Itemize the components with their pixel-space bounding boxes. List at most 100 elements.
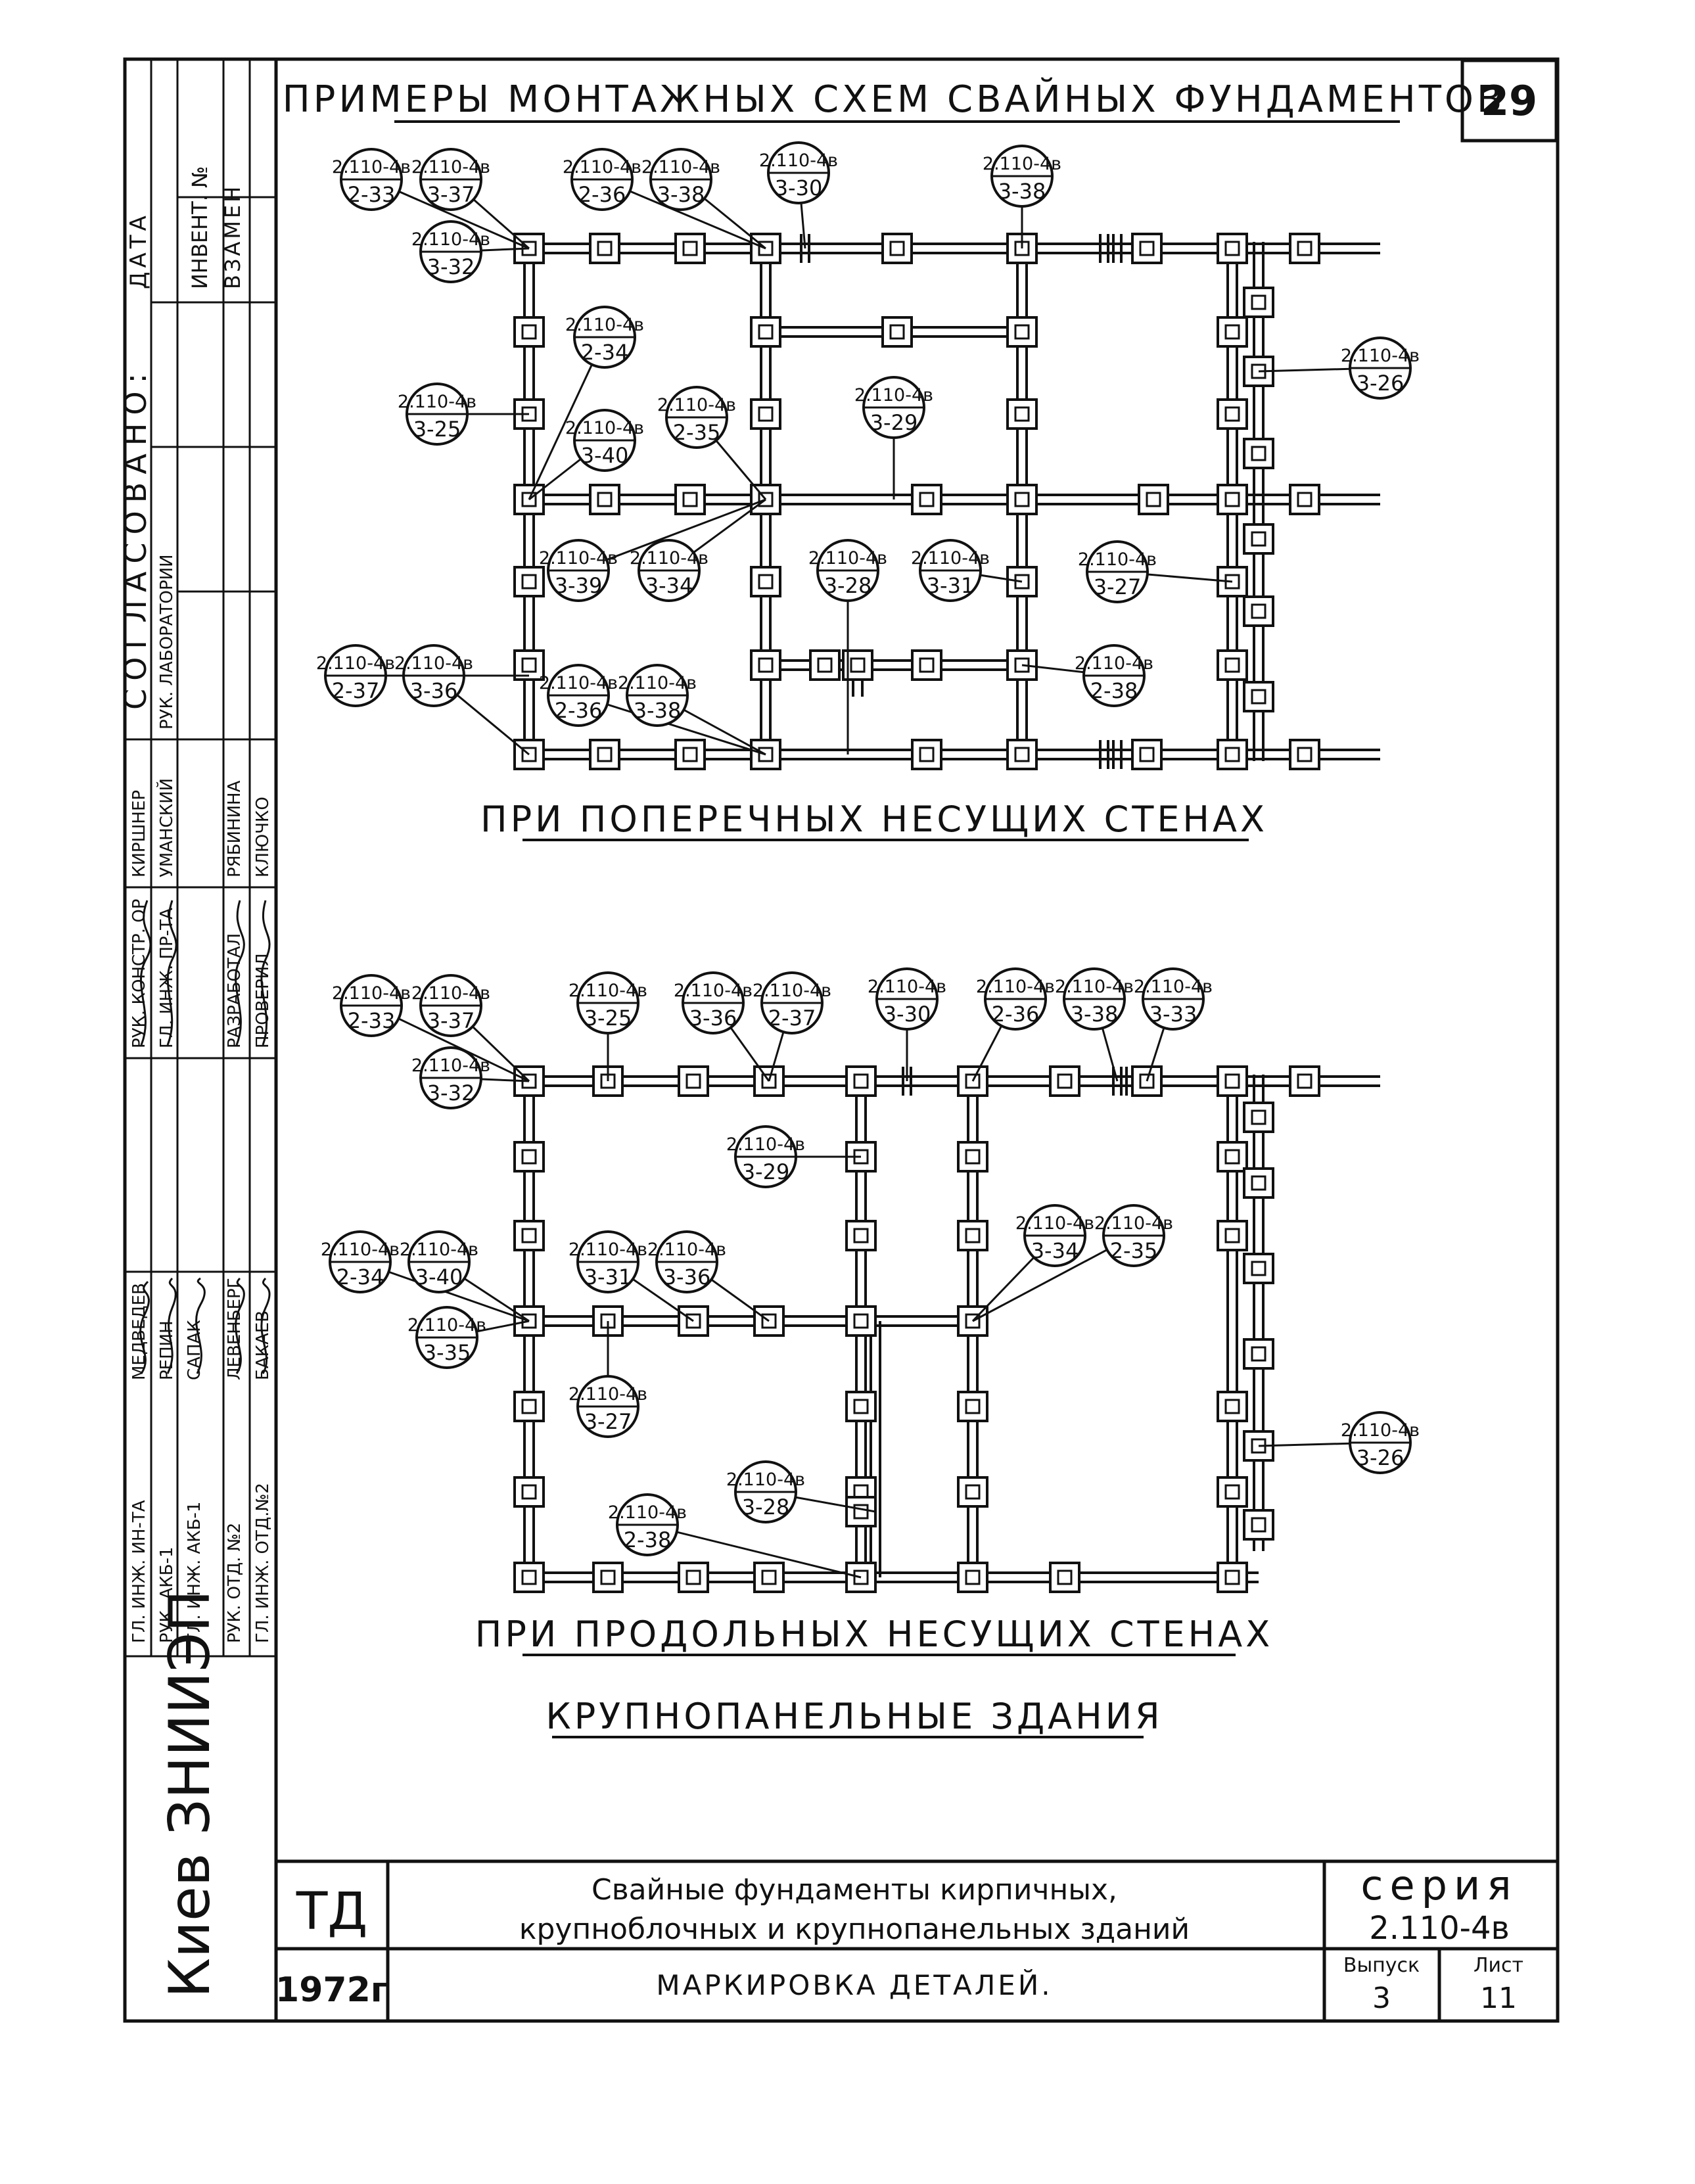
- stamp-col2-3: ЛЕВЕНБЕРГ: [225, 1278, 244, 1380]
- leader-line: [578, 498, 766, 572]
- pile-cap: [1243, 1253, 1274, 1284]
- leader-line: [647, 1523, 862, 1579]
- bubble-series: 2.110-4в: [332, 983, 411, 1004]
- pile-cap: [1131, 233, 1163, 264]
- bubble-detail: 3-34: [1031, 1238, 1079, 1263]
- bubble-detail: 3-28: [742, 1495, 790, 1520]
- bubble-detail: 3-38: [1071, 1002, 1119, 1027]
- bubble-series: 2.110-4в: [411, 983, 490, 1004]
- title-block-line2: крупноблочных и крупнопанельных зданий: [519, 1913, 1190, 1946]
- bubble-detail: 3-40: [415, 1265, 463, 1289]
- bubble-series: 2.110-4в: [563, 157, 641, 177]
- bubble-series: 2.110-4в: [1341, 1420, 1420, 1441]
- bubble-series: 2.110-4в: [1015, 1213, 1094, 1234]
- pile-cap-inner: [1251, 294, 1266, 310]
- caption-longitudinal-walls: ПРИ ПРОДОЛЬНЫХ НЕСУЩИХ СТЕНАХ: [475, 1614, 1273, 1655]
- pile-cap-inner: [1251, 1175, 1266, 1191]
- pile-cap: [1217, 1220, 1248, 1251]
- pile-cap: [1243, 287, 1274, 318]
- bubble-detail: 3-28: [824, 573, 872, 598]
- title-block-line1: Свайные фундаменты кирпичных,: [592, 1873, 1117, 1907]
- bubble-detail: 3-38: [657, 182, 705, 207]
- pile-cap: [1217, 1391, 1248, 1422]
- stamp-date: ДАТА: [126, 212, 152, 289]
- bubble-detail: 3-25: [413, 417, 461, 442]
- pile-cap-inner: [761, 1073, 777, 1089]
- bubble-detail: 2-37: [768, 1006, 816, 1031]
- pile-cap: [957, 1476, 988, 1508]
- pile-cap-inner: [850, 657, 866, 673]
- pile-cap-inner: [1224, 324, 1240, 340]
- pile-cap-inner: [965, 1228, 981, 1243]
- pile-cap: [589, 484, 620, 515]
- pile-cap: [678, 1562, 709, 1593]
- bubble-series: 2.110-4в: [539, 673, 618, 693]
- bubble-series: 2.110-4в: [411, 1056, 490, 1076]
- pile-cap: [1289, 1065, 1320, 1097]
- pile-cap-inner: [919, 657, 935, 673]
- bubble-detail: 3-26: [1357, 371, 1405, 396]
- bubble-detail: 3-31: [927, 573, 975, 598]
- bubble-detail: 3-35: [423, 1340, 471, 1365]
- bubble-series: 2.110-4в: [618, 673, 697, 693]
- pile-cap: [1006, 566, 1038, 597]
- stamp-col4-2: РЯБИНИНА: [225, 780, 244, 877]
- pile-cap: [1006, 316, 1038, 348]
- pile-cap: [1243, 1167, 1274, 1199]
- bubble-series: 2.110-4в: [569, 981, 647, 1001]
- pile-cap: [1006, 739, 1038, 770]
- bubble-detail: 2-33: [348, 182, 396, 207]
- pile-cap-inner: [853, 1399, 869, 1414]
- bubble-detail: 3-36: [689, 1006, 737, 1031]
- title-block-sheet: 11: [1480, 1982, 1517, 2015]
- bubble-detail: 3-31: [584, 1265, 632, 1289]
- pile-cap-inner: [853, 1504, 869, 1520]
- pile-cap-inner: [1224, 1228, 1240, 1243]
- bubble-detail: 3-32: [427, 1080, 475, 1105]
- pile-cap: [750, 233, 781, 264]
- pile-cap-inner: [1251, 1109, 1266, 1125]
- pile-cap: [513, 566, 545, 597]
- bubble-detail: 2-35: [1110, 1238, 1158, 1263]
- pile-cap-inner: [600, 1569, 616, 1585]
- stamp-col3-2: РАЗРАБОТАЛ: [225, 933, 244, 1048]
- pile-cap-inner: [758, 657, 774, 673]
- stamp-inv: ИНВЕНТ. №: [187, 166, 212, 289]
- bubble-series: 2.110-4в: [608, 1502, 687, 1523]
- pile-cap: [845, 1065, 877, 1097]
- title-block-sheet-label: Лист: [1474, 1954, 1523, 1977]
- bubble-series: 2.110-4в: [726, 1470, 805, 1490]
- pile-cap-inner: [1014, 747, 1030, 762]
- pile-cap-inner: [1139, 747, 1155, 762]
- pile-cap-inner: [1224, 657, 1240, 673]
- stamp-agreed: СОГЛАСОВАНО:: [118, 365, 153, 710]
- leader-line: [578, 694, 766, 756]
- pile-cap: [589, 233, 620, 264]
- title-block-series-label: серия: [1360, 1861, 1518, 1909]
- bubble-series: 2.110-4в: [854, 385, 933, 406]
- bubble-detail: 3-34: [645, 573, 693, 598]
- pile-cap: [750, 316, 781, 348]
- pile-cap-inner: [965, 1484, 981, 1500]
- pile-cap: [1006, 398, 1038, 430]
- pile-cap: [957, 1220, 988, 1251]
- pile-cap: [513, 1141, 545, 1173]
- pile-cap-inner: [965, 1073, 981, 1089]
- pile-cap-inner: [1251, 603, 1266, 619]
- bubble-series: 2.110-4в: [657, 395, 736, 415]
- pile-cap: [1006, 484, 1038, 515]
- pile-cap: [750, 398, 781, 430]
- bubble-detail: 3-25: [584, 1006, 632, 1031]
- bubble-series: 2.110-4в: [316, 653, 395, 674]
- pile-cap: [1217, 316, 1248, 348]
- pile-cap: [1243, 1509, 1274, 1541]
- pile-cap: [1217, 1476, 1248, 1508]
- bubble-series: 2.110-4в: [674, 981, 753, 1001]
- bubble-detail: 2-36: [992, 1002, 1040, 1027]
- pile-cap-inner: [758, 492, 774, 507]
- bubble-detail: 2-35: [673, 420, 721, 445]
- pile-cap-inner: [919, 747, 935, 762]
- pile-cap: [1138, 484, 1169, 515]
- bubble-series: 2.110-4в: [407, 1315, 486, 1336]
- bubble-series: 2.110-4в: [321, 1240, 400, 1260]
